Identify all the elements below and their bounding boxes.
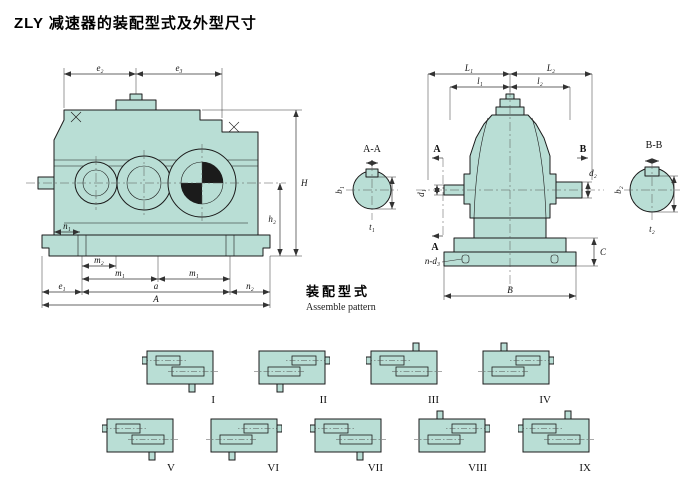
dim-label-b2: b₂ xyxy=(613,186,623,194)
assembly-pattern-drawing xyxy=(366,342,442,385)
pattern-label: VII xyxy=(367,462,383,474)
dim-label-m1b: m₁ xyxy=(189,268,199,278)
section-aa-drawing: A-A b₁ t₁ xyxy=(334,144,398,232)
cover-knob xyxy=(129,93,143,101)
side-view-dimensions: e₂ e₃ H h₂ n₁ m₂ m₁ xyxy=(41,63,308,308)
inspection-cover xyxy=(115,99,157,111)
front-view-drawing: L₁ L₂ l₁ l₂ A A B d₁ xyxy=(416,63,607,300)
pattern-label: V xyxy=(167,462,175,474)
section-bb-drawing: B-B b₂ t₂ xyxy=(613,140,680,234)
dim-label-nd3: n-d₃ xyxy=(425,256,440,266)
assembly-pattern: IV xyxy=(478,340,554,406)
assembly-pattern-drawing xyxy=(142,350,218,393)
cut-label-B: B xyxy=(580,144,587,155)
dim-label-m2: m₂ xyxy=(94,255,104,265)
dim-label-d1: d₁ xyxy=(416,189,426,197)
assembly-pattern-drawing xyxy=(478,342,554,385)
cut-label-A-top: A xyxy=(433,144,441,155)
assembly-pattern: V xyxy=(102,408,178,474)
page-title: ZLY 减速器的装配型式及外型尺寸 xyxy=(14,15,257,32)
assemble-pattern-label-en: Assemble pattern xyxy=(306,302,376,313)
centerlines xyxy=(26,144,286,222)
dim-label-n1: n₁ xyxy=(63,221,71,231)
dim-label-A: A xyxy=(152,294,159,304)
pattern-label: VIII xyxy=(468,462,487,474)
dim-label-L2: L₂ xyxy=(546,63,555,73)
pattern-label: VI xyxy=(267,462,279,474)
pattern-label: IX xyxy=(579,462,591,474)
dim-label-B: B xyxy=(507,285,513,295)
assembly-pattern-drawing xyxy=(254,350,330,393)
dim-label-a: a xyxy=(154,281,159,291)
cut-label-A-bottom: A xyxy=(431,242,439,253)
pattern-label: II xyxy=(319,394,327,406)
dim-label-m1a: m₁ xyxy=(115,268,125,278)
dim-label-b1: b₁ xyxy=(334,186,344,194)
assembly-pattern-drawing xyxy=(102,418,178,461)
pattern-row-1: I II xyxy=(0,340,696,406)
front-view-dimensions: L₁ L₂ l₁ l₂ A A B d₁ xyxy=(416,63,607,300)
pattern-row-2: V VI xyxy=(0,408,696,474)
front-housing xyxy=(443,93,583,267)
dim-label-t1: t₁ xyxy=(369,222,375,232)
dim-label-C: C xyxy=(600,247,607,257)
assemble-pattern-label-cn: 装配型式 xyxy=(306,284,371,299)
assembly-pattern: IX xyxy=(518,408,594,474)
side-view-drawing: e₂ e₃ H h₂ n₁ m₂ m₁ xyxy=(26,63,308,308)
dim-label-H: H xyxy=(300,178,308,188)
dim-label-e3: e₃ xyxy=(175,63,182,73)
assembly-pattern: III xyxy=(366,340,442,406)
assembly-pattern-drawing xyxy=(206,418,282,461)
front-centerlines xyxy=(416,88,604,292)
pattern-label: IV xyxy=(539,394,551,406)
assembly-pattern-drawing xyxy=(518,410,594,453)
dim-label-t2: t₂ xyxy=(649,224,655,234)
bell-body xyxy=(463,114,557,219)
assembly-pattern-drawing xyxy=(414,410,490,453)
assembly-pattern: I xyxy=(142,340,218,406)
bolt-mark-right-icon xyxy=(228,121,240,133)
dim-label-e1: e₁ xyxy=(58,281,65,291)
pattern-label: III xyxy=(428,394,439,406)
dim-label-d2: d₂ xyxy=(589,168,597,178)
assembly-pattern: VIII xyxy=(414,408,490,474)
dim-label-h2: h₂ xyxy=(268,214,276,224)
dim-label-l2: l₂ xyxy=(537,76,543,86)
assembly-pattern: VII xyxy=(310,408,386,474)
bolt-mark-left-icon xyxy=(70,111,82,123)
assembly-pattern: II xyxy=(254,340,330,406)
dim-label-n2: n₂ xyxy=(246,281,254,291)
dim-label-L1: L₁ xyxy=(464,63,473,73)
pattern-label: I xyxy=(211,394,215,406)
section-bb-title: B-B xyxy=(646,140,663,151)
assemble-pattern-caption: 装配型式 Assemble pattern xyxy=(306,281,376,313)
dim-label-e2: e₂ xyxy=(96,63,103,73)
dim-label-l1: l₁ xyxy=(477,76,483,86)
bolt-slot-right xyxy=(550,254,559,264)
section-aa-title: A-A xyxy=(363,144,382,155)
assembly-pattern: VI xyxy=(206,408,282,474)
base-flange xyxy=(41,234,271,257)
assembly-pattern-drawing xyxy=(310,418,386,461)
